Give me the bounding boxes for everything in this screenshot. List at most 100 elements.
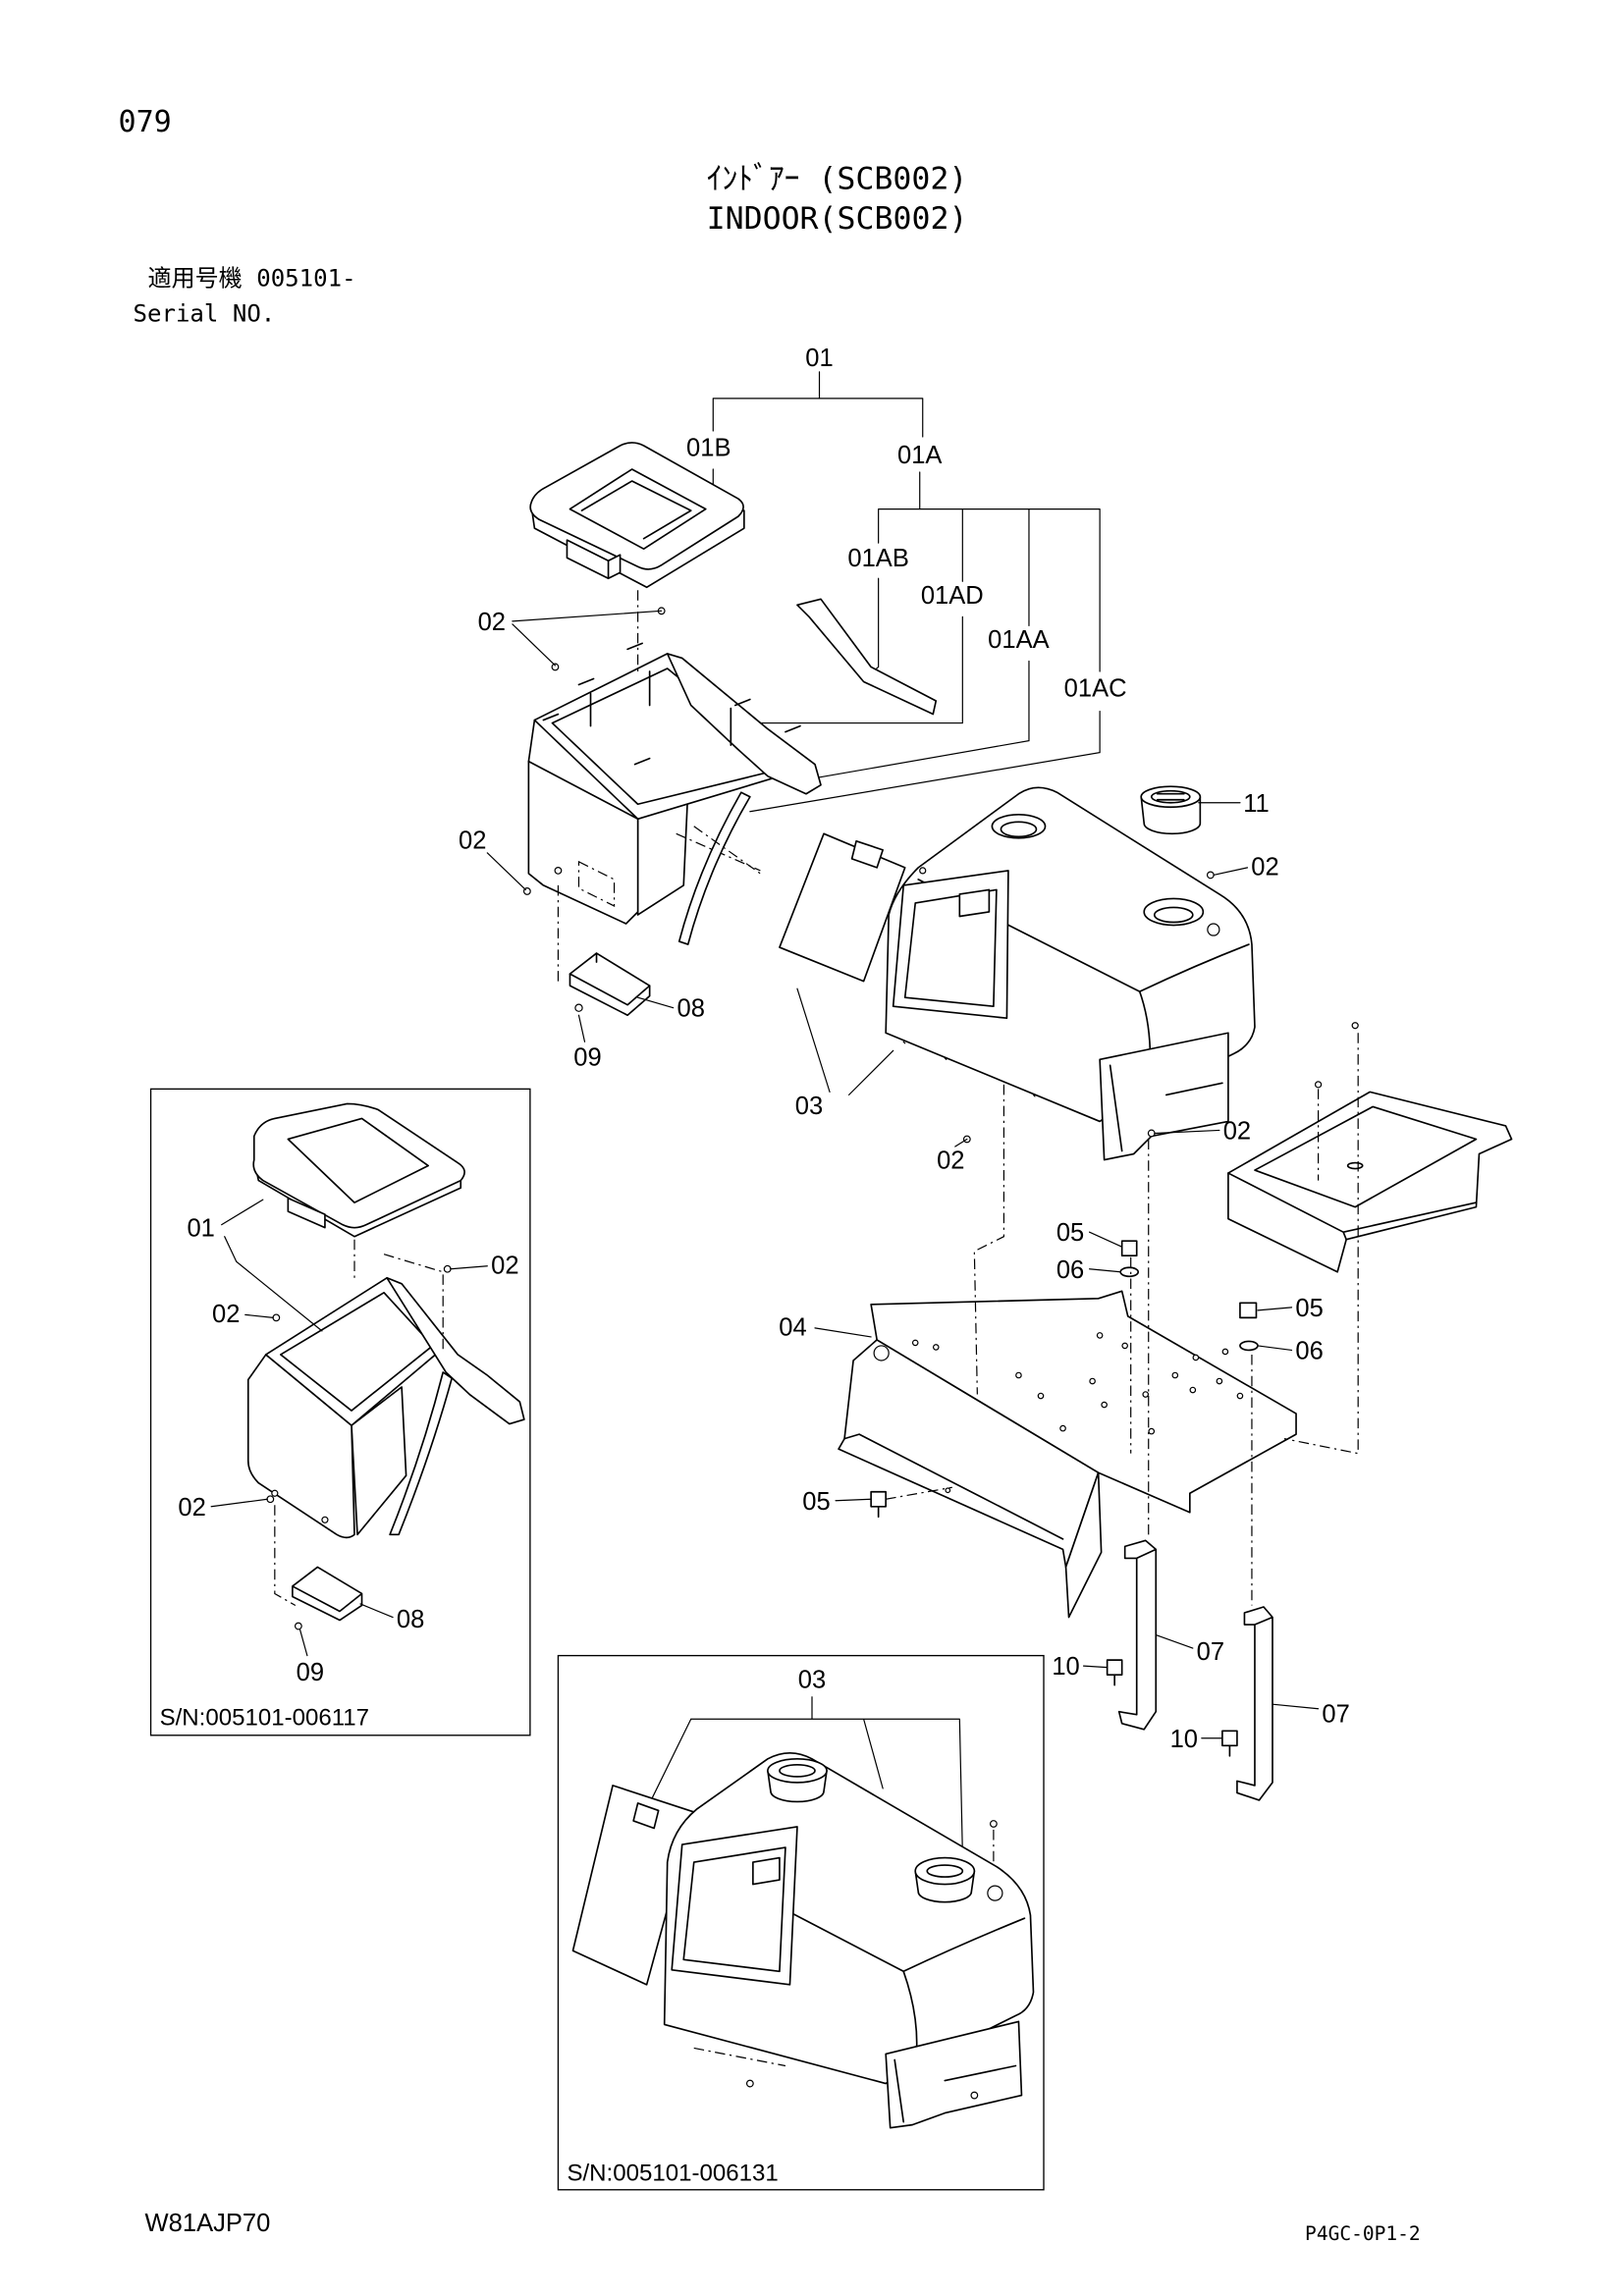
- main-callouts: 01 01B 01A 01AB 01AD 01AA 01AC 02 02 11 …: [459, 345, 1350, 1753]
- inset-2-lid: [571, 1785, 695, 1986]
- part-03-lid-panel: [779, 832, 906, 983]
- inset-2-frame: [557, 1654, 1045, 2191]
- leader-01aa: [808, 660, 1030, 780]
- washer-06-right: [1239, 1340, 1259, 1352]
- bracket-08-fold: [568, 952, 651, 1006]
- sheet-code: P4GC-0P1-2: [1305, 2222, 1421, 2245]
- part-07-bracket-left: [1117, 1539, 1158, 1731]
- plate-hole-large: [873, 1345, 890, 1362]
- leader-02-top: [512, 610, 663, 667]
- knob-grille: [1150, 789, 1191, 804]
- serial-number-label: Serial NO.: [134, 300, 276, 328]
- callout-05-right: 05: [1295, 1295, 1323, 1322]
- box-tabs: [542, 642, 801, 766]
- main-centerlines: [693, 826, 1359, 1606]
- part-01a-console-box: [527, 642, 822, 925]
- inset-2-knob-left-grille: [779, 1764, 816, 1778]
- knob-grille-lines: [1156, 792, 1185, 801]
- inset-1: 01 02 02 02 08 09 S/N:005101-006117: [149, 1088, 531, 1736]
- inset-1-centerline-bracket: [274, 1505, 297, 1607]
- leader-10-left: [1082, 1665, 1109, 1669]
- leader-07-right: [1272, 1703, 1320, 1710]
- title-english: INDOOR(SCB002): [707, 201, 968, 237]
- inset-2-window-inner: [682, 1846, 786, 1973]
- inset-2-housing: [663, 1751, 1035, 2129]
- box-hole: [554, 866, 563, 875]
- bolt-10-left: [1106, 1659, 1123, 1676]
- inset-1-box-curved-strip: [389, 1371, 454, 1536]
- inset-1-bracket-08: [292, 1566, 363, 1622]
- leader-09: [577, 1014, 586, 1042]
- part-01b-armrest-cushion: [529, 442, 745, 589]
- bolt-05-right: [1239, 1302, 1258, 1319]
- inset-2-leader-03: [649, 1696, 963, 1854]
- footer: W81AJP70 P4GC-0P1-2: [145, 2210, 1421, 2245]
- inset-2-callout-03: 03: [798, 1667, 826, 1694]
- inset-1-leader-02-mid: [244, 1313, 274, 1318]
- box-posts: [589, 670, 732, 746]
- inset-2-switch: [752, 1856, 781, 1886]
- centerline-console: [693, 826, 761, 875]
- callout-07-left: 07: [1197, 1638, 1224, 1666]
- cushion-tab: [566, 539, 622, 580]
- inset-1-centerline-top: [383, 1254, 444, 1351]
- housing-bottom-dots: [902, 1041, 1036, 1097]
- plate-lower-lip: [843, 1433, 1064, 1540]
- callout-02-housing-top: 02: [1251, 853, 1278, 881]
- bolt-05-upper: [1120, 1240, 1138, 1257]
- leader-06-upper: [1089, 1268, 1121, 1273]
- inset-2-knob-right-grille: [926, 1864, 964, 1878]
- header: 079 ｲﾝﾄﾞｱｰ (SCB002) INDOOR(SCB002) 適用号機 …: [118, 105, 967, 328]
- inset-1-console-box: [246, 1276, 525, 1539]
- housing-top-edge: [917, 879, 1250, 992]
- inset-2-lid-tab: [632, 1802, 660, 1830]
- inset-1-callout-02-mid: 02: [212, 1301, 240, 1328]
- part-tray: [1227, 1022, 1513, 1273]
- cushion-recess: [568, 468, 707, 551]
- callout-11: 11: [1243, 790, 1270, 818]
- box-flange-arm: [666, 653, 822, 795]
- plate-top: [870, 1290, 1297, 1514]
- part-11-vent-knob: [1140, 785, 1202, 835]
- callout-03: 03: [795, 1093, 823, 1120]
- inset-1-cushion-recess: [287, 1117, 429, 1203]
- inset-2-knob-left: [767, 1758, 828, 1784]
- leader-01ad: [737, 615, 963, 724]
- callout-02-housing-flange: 02: [1223, 1117, 1251, 1145]
- inset-1-cushion: [252, 1102, 465, 1238]
- callout-10-right: 10: [1170, 1726, 1198, 1753]
- callout-02-left: 02: [459, 827, 486, 854]
- callout-05-lower: 05: [802, 1488, 830, 1516]
- inset-2-serial-caption: S/N:005101-006131: [567, 2161, 778, 2187]
- tray-front-edge: [1227, 1172, 1478, 1241]
- inset-2-screw-flange: [970, 2091, 979, 2100]
- callout-01a: 01A: [897, 442, 942, 469]
- callout-01b: 01B: [686, 434, 731, 461]
- leader-05-upper: [1089, 1231, 1123, 1248]
- part-09-screw: [574, 1003, 583, 1012]
- callout-09: 09: [573, 1043, 601, 1071]
- inset-1-callout-09: 09: [297, 1659, 324, 1686]
- tray-screw-b: [1314, 1081, 1323, 1089]
- leader-02-housing-flange: [1154, 1129, 1220, 1135]
- callout-04: 04: [779, 1313, 806, 1341]
- leader-06-right: [1257, 1345, 1293, 1352]
- leader-03: [796, 988, 894, 1095]
- callout-02-housing-front: 02: [937, 1148, 964, 1175]
- inset-1-box-hole-b: [321, 1516, 329, 1523]
- leader-04: [814, 1327, 872, 1338]
- inset-1-leader-01: [221, 1199, 323, 1332]
- inset-1-serial-caption: S/N:005101-006117: [160, 1704, 369, 1731]
- main-leader-lines: [486, 610, 1320, 1739]
- inset-2-small-hole: [987, 1885, 1003, 1901]
- leader-05-lower: [835, 1498, 872, 1502]
- inset-1-screw-02-c: [266, 1495, 275, 1504]
- inset-1-box-right-face: [351, 1386, 407, 1536]
- housing-body: [885, 786, 1256, 1123]
- part-07-bracket-right: [1236, 1606, 1273, 1801]
- inset-1-screw-02-a: [272, 1313, 281, 1322]
- callout-02-top: 02: [478, 609, 506, 636]
- inset-2-lower-flange: [885, 2020, 1023, 2129]
- callout-01ad: 01AD: [921, 582, 984, 610]
